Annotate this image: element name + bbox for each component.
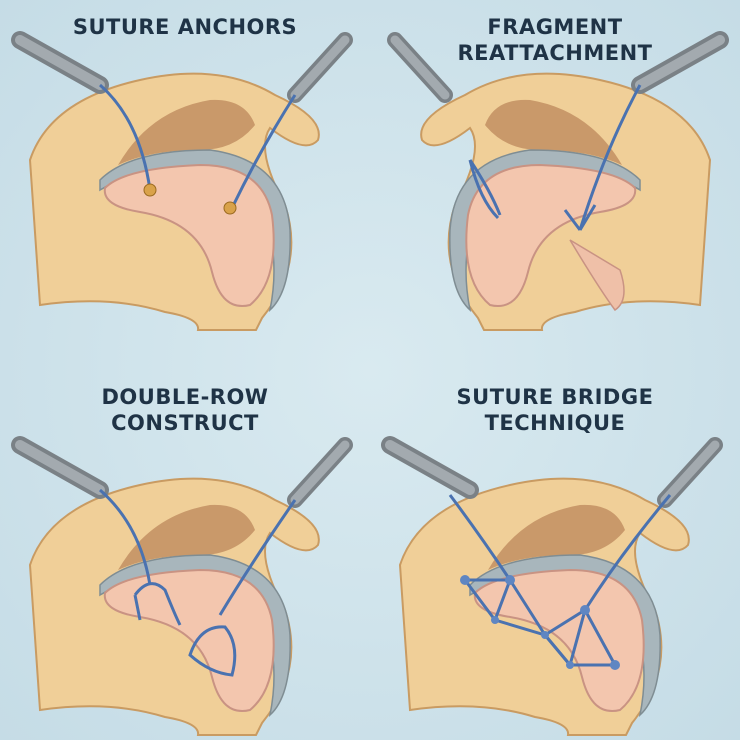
title-line: FRAGMENT [487, 15, 623, 39]
panel-title: SUTURE ANCHORS [0, 14, 370, 40]
title-line: SUTURE ANCHORS [72, 15, 298, 39]
title-line: TECHNIQUE [484, 411, 626, 435]
anchor-icon [143, 183, 157, 197]
title-line: SUTURE BRIDGE [456, 385, 654, 409]
suture-anchors-illustration [0, 0, 370, 370]
bone-fragment [569, 239, 625, 312]
fragment-reattachment-illustration [370, 0, 740, 370]
knot-icons [460, 575, 620, 670]
title-line: DOUBLE-ROW [101, 385, 269, 409]
suture-lines [448, 494, 672, 669]
suture-bridge-technique-illustration [370, 370, 740, 740]
double-row-construct-illustration [0, 370, 370, 740]
title-line: CONSTRUCT [111, 411, 259, 435]
panel-suture-anchors: SUTURE ANCHORS [0, 0, 370, 370]
title-line: REATTACHMENT [457, 41, 653, 65]
anchor-icon [223, 201, 237, 215]
suture-lines [468, 84, 642, 231]
suture-lines [99, 83, 297, 209]
suture-lines [99, 488, 297, 677]
